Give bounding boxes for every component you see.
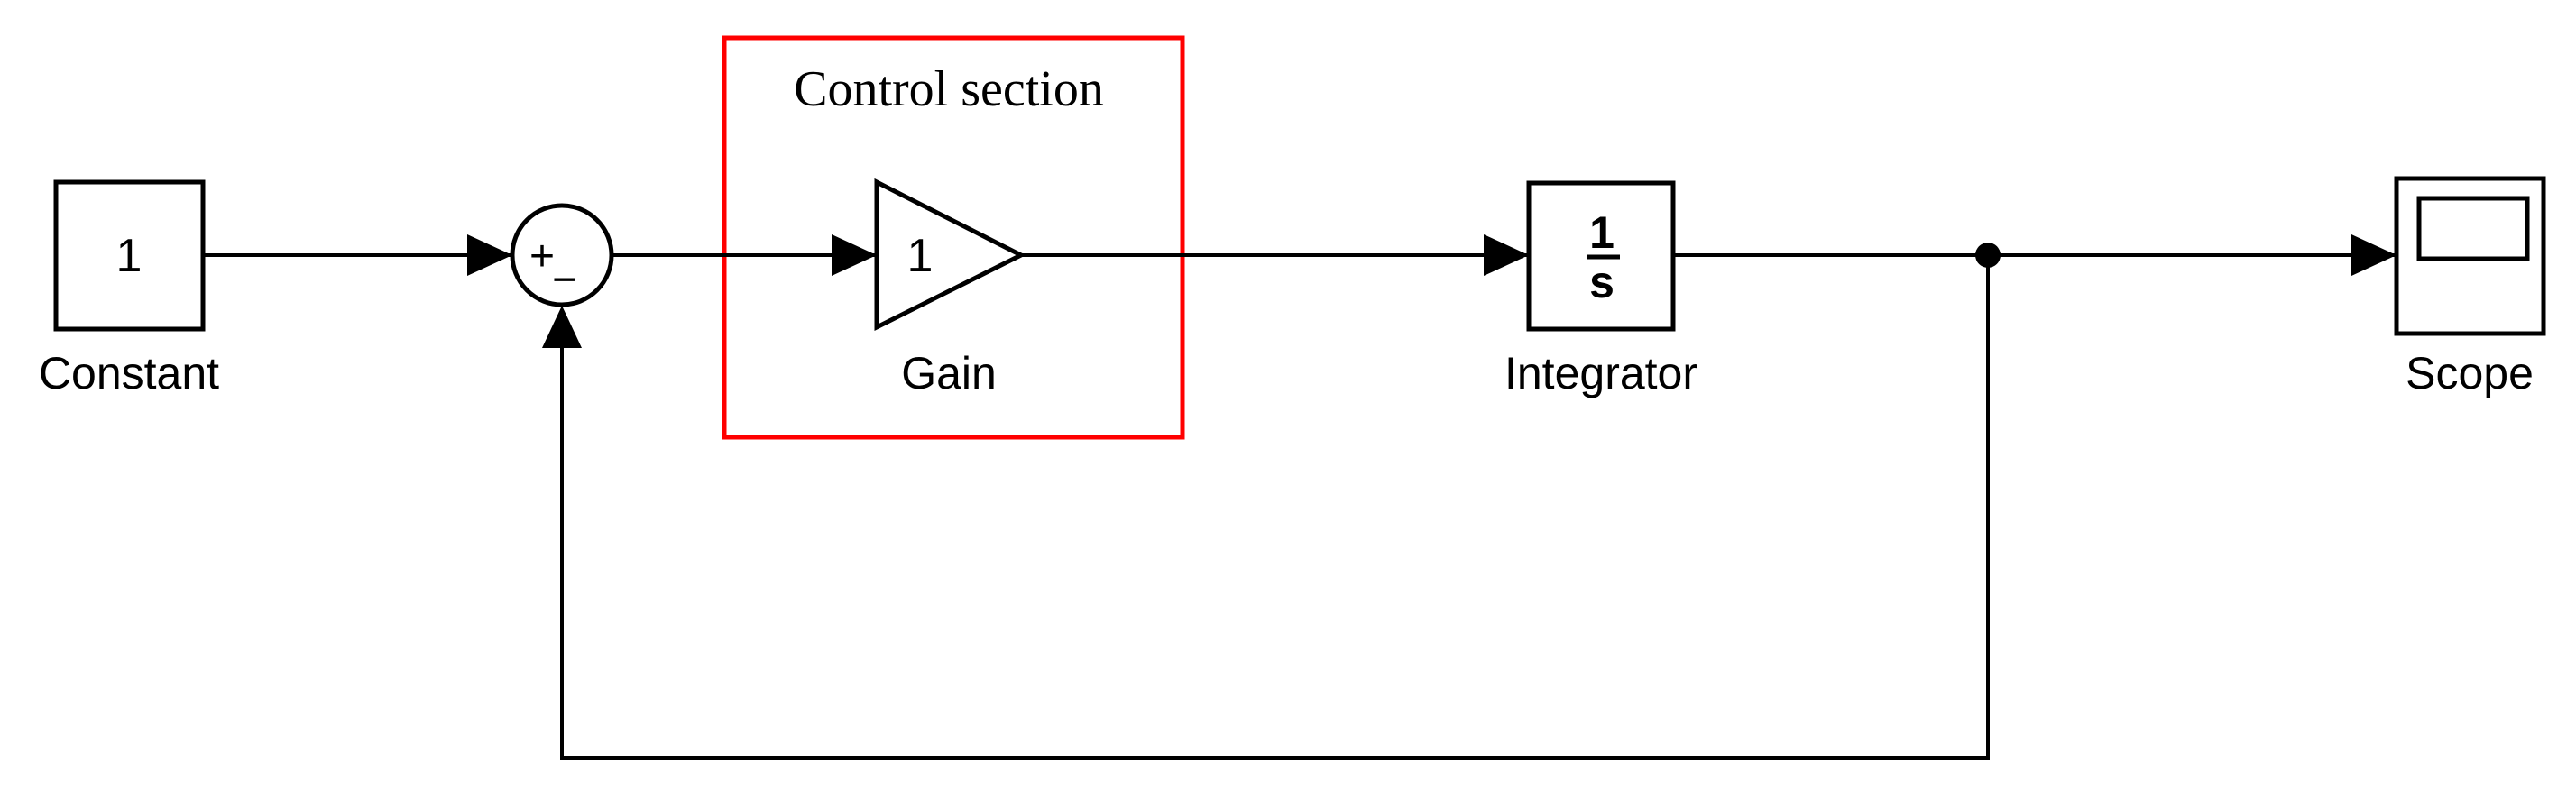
sum-bottom-input-arrowhead xyxy=(542,306,582,348)
sum-left-input-arrowhead xyxy=(467,234,512,276)
scope-label: Scope xyxy=(2406,348,2534,398)
constant-block-body[interactable] xyxy=(53,179,206,332)
constant-label: Constant xyxy=(39,348,219,398)
annotation-label: Control section xyxy=(794,61,1104,117)
sum-block[interactable]: + − xyxy=(510,203,614,307)
branch-point-dot xyxy=(1975,243,2001,268)
integrator-input-arrowhead xyxy=(1484,234,1529,276)
gain-label: Gain xyxy=(901,348,997,398)
scope-input-arrowhead xyxy=(2351,234,2397,276)
sum-minus-sign: − xyxy=(552,256,577,304)
integrator-block-body[interactable] xyxy=(1526,180,1676,332)
integrator-numerator: 1 xyxy=(1589,207,1615,258)
sum-block-body[interactable] xyxy=(510,203,614,307)
constant-block[interactable]: 1 Constant xyxy=(39,179,219,398)
sum-plus-sign: + xyxy=(529,233,555,280)
wire-feedback-loop[interactable] xyxy=(560,255,1990,760)
constant-value: 1 xyxy=(116,230,143,282)
gain-block[interactable]: 1 Gain xyxy=(874,178,1026,398)
integrator-block[interactable]: 1 s Integrator xyxy=(1504,180,1697,398)
gain-value: 1 xyxy=(907,230,934,282)
annotation-box-control-section[interactable] xyxy=(722,35,1185,440)
gain-input-arrowhead xyxy=(832,234,877,276)
integrator-label: Integrator xyxy=(1504,348,1697,398)
integrator-denominator: s xyxy=(1589,257,1615,307)
scope-screen-icon xyxy=(2416,196,2530,261)
scope-block[interactable]: Scope xyxy=(2394,176,2546,398)
gain-block-body[interactable] xyxy=(874,178,1026,332)
